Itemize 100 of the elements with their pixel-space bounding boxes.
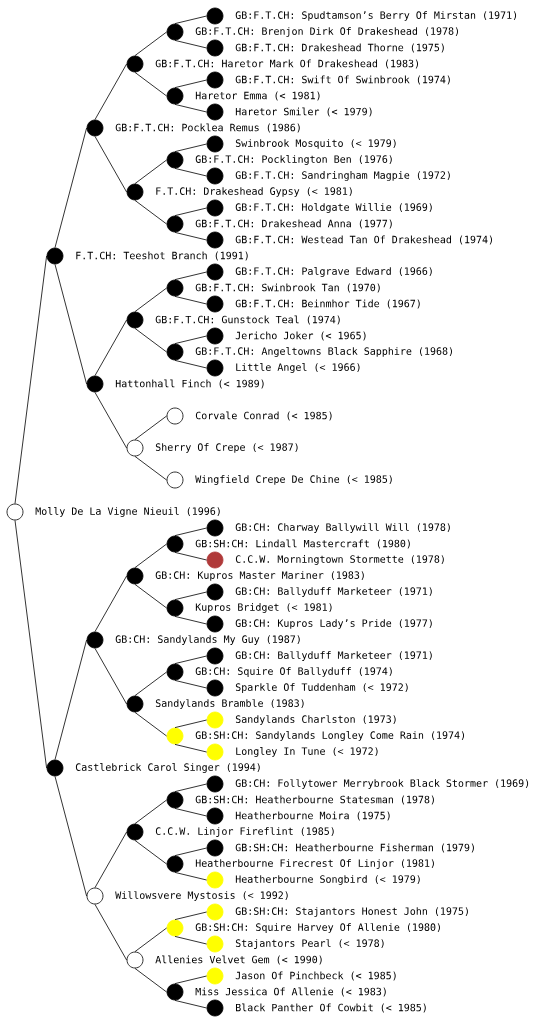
branch-line bbox=[174, 1000, 207, 1009]
name-label: GB:F.T.CH: Angeltowns Black Sapphire (1968) bbox=[195, 347, 452, 357]
branch-line bbox=[134, 415, 167, 440]
branch-line bbox=[134, 328, 167, 353]
name-label: Molly De La Vigne Nieuil (1996) bbox=[35, 507, 220, 517]
name-label: GB:F.T.CH: Swinbrook Tan (1970) bbox=[195, 283, 380, 293]
name-label: Sandylands Bramble (1983) bbox=[155, 699, 304, 709]
branch-line bbox=[94, 648, 127, 705]
branch-line bbox=[174, 79, 207, 88]
branch-line bbox=[134, 159, 167, 184]
branch-line bbox=[54, 776, 87, 897]
branch-line bbox=[174, 296, 207, 305]
name-label: Corvale Conrad (< 1985) bbox=[195, 411, 332, 421]
branch-line bbox=[14, 255, 47, 504]
name-label: GB:SH:CH: Sandylands Longley Come Rain (1974) bbox=[195, 731, 464, 741]
branch-line bbox=[134, 671, 167, 696]
branch-line bbox=[94, 904, 127, 961]
branch-line bbox=[174, 808, 207, 817]
branch-line bbox=[174, 360, 207, 369]
name-label: C.C.W. Morningtown Stormette (1978) bbox=[235, 555, 444, 565]
name-label: GB:F.T.CH: Sandringham Magpie (1972) bbox=[235, 171, 450, 181]
branch-line bbox=[174, 911, 207, 920]
name-label: GB:CH: Sandylands My Guy (1987) bbox=[115, 635, 300, 645]
branch-line bbox=[174, 143, 207, 152]
name-label: GB:F.T.CH: Gunstock Teal (1974) bbox=[155, 315, 340, 325]
name-label: GB:CH: Kupros Master Mariner (1983) bbox=[155, 571, 364, 581]
name-label: GB:CH: Follytower Merrybrook Black Stormer (1969) bbox=[235, 779, 529, 789]
name-label: Hattonhall Finch (< 1989) bbox=[115, 379, 264, 389]
name-label: GB:CH: Charway Ballywill Will (1978) bbox=[235, 523, 450, 533]
branch-line bbox=[134, 968, 167, 993]
branch-line bbox=[54, 127, 87, 248]
name-label: Heatherbourne Firecrest Of Linjor (1981) bbox=[195, 859, 434, 869]
name-label: Wingfield Crepe De Chine (< 1985) bbox=[195, 475, 392, 485]
name-label: GB:F.T.CH: Beinmhor Tide (1967) bbox=[235, 299, 420, 309]
name-label: Little Angel (< 1966) bbox=[236, 363, 360, 373]
name-label: C.C.W. Linjor Fireflint (1985) bbox=[155, 827, 334, 837]
branch-line bbox=[94, 392, 127, 449]
branch-line bbox=[174, 271, 207, 280]
branch-line bbox=[14, 520, 47, 769]
name-label: Heatherbourne Songbird (< 1979) bbox=[235, 875, 420, 885]
branch-line bbox=[174, 872, 207, 881]
branch-line bbox=[134, 584, 167, 609]
name-label: GB:F.T.CH: Holdgate Willie (1969) bbox=[235, 203, 432, 213]
name-label: GB:F.T.CH: Pocklea Remus (1986) bbox=[115, 123, 300, 133]
branch-line bbox=[134, 72, 167, 97]
branch-line bbox=[174, 552, 207, 561]
name-label: GB:SH:CH: Lindall Mastercraft (1980) bbox=[195, 539, 410, 549]
name-label: Jericho Joker (< 1965) bbox=[235, 331, 366, 341]
name-label: GB:CH: Kupros Lady’s Pride (1977) bbox=[235, 619, 432, 629]
name-label: Sandylands Charlston (1973) bbox=[235, 715, 396, 725]
branch-line bbox=[134, 840, 167, 865]
name-label: GB:CH: Squire Of Ballyduff (1974) bbox=[195, 667, 392, 677]
branch-line bbox=[134, 456, 167, 481]
branch-line bbox=[174, 719, 207, 728]
name-label: Castlebrick Carol Singer (1994) bbox=[75, 763, 260, 773]
name-label: Sparkle Of Tuddenham (< 1972) bbox=[235, 683, 408, 693]
name-label: GB:F.T.CH: Palgrave Edward (1966) bbox=[235, 267, 432, 277]
name-label: Sherry Of Crepe (< 1987) bbox=[155, 443, 298, 453]
name-label: Heatherbourne Moira (1975) bbox=[235, 811, 390, 821]
branch-line bbox=[54, 639, 87, 760]
branch-line bbox=[134, 712, 167, 737]
name-label: Kupros Bridget (< 1981) bbox=[195, 603, 332, 613]
name-label: GB:SH:CH: Heatherbourne Statesman (1978) bbox=[195, 795, 434, 805]
branch-line bbox=[174, 527, 207, 536]
branch-line bbox=[174, 975, 207, 984]
branch-line bbox=[174, 207, 207, 216]
branch-line bbox=[174, 40, 207, 49]
branch-line bbox=[174, 744, 207, 753]
branch-line bbox=[94, 136, 127, 193]
name-label: GB:SH:CH: Squire Harvey Of Allenie (1980) bbox=[195, 923, 440, 933]
name-label: Longley In Tune (< 1972) bbox=[236, 747, 378, 757]
branch-line bbox=[174, 680, 207, 689]
name-label: GB:CH: Ballyduff Marketeer (1971) bbox=[235, 587, 432, 597]
name-label: GB:F.T.CH: Spudtamson’s Berry Of Mirstan (1971) bbox=[235, 11, 517, 21]
name-label: GB:SH:CH: Heatherbourne Fisherman (1979) bbox=[235, 843, 474, 853]
name-label: GB:F.T.CH: Swift Of Swinbrook (1974) bbox=[235, 75, 450, 85]
branch-line bbox=[134, 927, 167, 952]
branch-line bbox=[174, 335, 207, 344]
branch-line bbox=[134, 287, 167, 312]
branch-line bbox=[134, 799, 167, 824]
branch-line bbox=[94, 63, 127, 120]
branch-line bbox=[174, 104, 207, 113]
branch-line bbox=[174, 168, 207, 177]
name-label: Allenies Velvet Gem (< 1990) bbox=[155, 955, 322, 965]
name-label: GB:CH: Ballyduff Marketeer (1971) bbox=[235, 651, 432, 661]
name-label: Swinbrook Mosquito (< 1979) bbox=[235, 139, 396, 149]
name-label: Black Panther Of Cowbit (< 1985) bbox=[236, 1003, 426, 1013]
name-label: Haretor Emma (< 1981) bbox=[195, 91, 320, 101]
branch-line bbox=[94, 319, 127, 376]
name-label: F.T.CH: Drakeshead Gypsy (< 1981) bbox=[156, 187, 352, 197]
branch-line bbox=[134, 31, 167, 56]
name-label: GB:F.T.CH: Haretor Mark Of Drakeshead (1983) bbox=[155, 59, 418, 69]
name-label: F.T.CH: Teeshot Branch (1991) bbox=[76, 251, 248, 261]
branch-line bbox=[174, 655, 207, 664]
branch-line bbox=[134, 543, 167, 568]
name-label: GB:F.T.CH: Pocklington Ben (1976) bbox=[195, 155, 392, 165]
branch-line bbox=[174, 591, 207, 600]
name-label: GB:SH:CH: Stajantors Honest John (1975) bbox=[235, 907, 468, 917]
branch-line bbox=[174, 15, 207, 24]
branch-line bbox=[134, 200, 167, 225]
